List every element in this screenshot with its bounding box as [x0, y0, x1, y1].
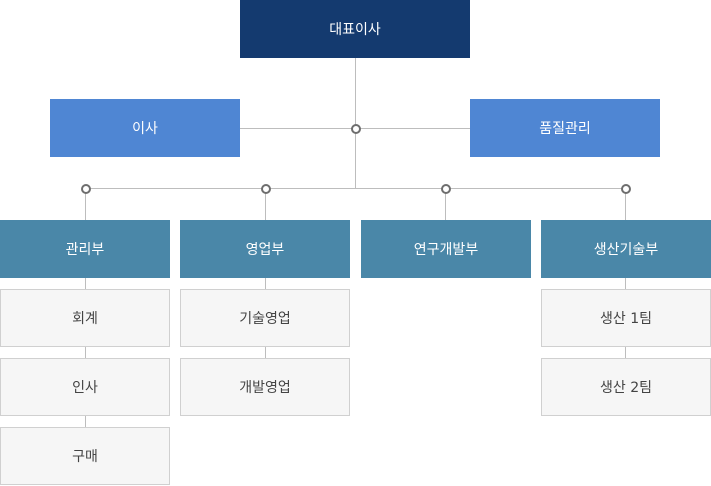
team-connector-1: [85, 278, 86, 428]
team-box: 개발영업: [180, 358, 350, 416]
dept-label: 연구개발부: [413, 242, 479, 258]
dept-junction-dot-4: [621, 184, 631, 194]
team-box: 생산 2팀: [541, 358, 711, 416]
team-box: 기술영업: [180, 289, 350, 347]
team-label: 인사: [72, 380, 98, 396]
ceo-label: 대표이사: [329, 22, 381, 38]
director-box: 이사: [50, 99, 240, 157]
dept-drop-line-3: [445, 188, 446, 220]
team-label: 생산 1팀: [600, 311, 652, 327]
quality-label: 품질관리: [539, 121, 591, 137]
director-label: 이사: [132, 121, 158, 137]
dept-label: 관리부: [65, 242, 105, 258]
dept-junction-dot-3: [441, 184, 451, 194]
ceo-box: 대표이사: [240, 0, 470, 58]
dept-box-sales: 영업부: [180, 220, 350, 278]
team-label: 구매: [72, 449, 98, 465]
team-box: 회계: [0, 289, 170, 347]
team-label: 회계: [72, 311, 98, 327]
dept-box-rnd: 연구개발부: [361, 220, 531, 278]
team-label: 기술영업: [239, 311, 291, 327]
dept-label: 생산기술부: [593, 242, 659, 258]
quality-box: 품질관리: [470, 99, 660, 157]
team-box: 인사: [0, 358, 170, 416]
dept-box-management: 관리부: [0, 220, 170, 278]
ceo-trunk-line: [355, 58, 356, 189]
dept-junction-dot-1: [81, 184, 91, 194]
dept-junction-dot-2: [261, 184, 271, 194]
team-label: 개발영업: [239, 380, 291, 396]
dept-drop-line-4: [625, 188, 626, 220]
side-junction-dot: [351, 124, 361, 134]
dept-label: 영업부: [245, 242, 285, 258]
team-label: 생산 2팀: [600, 380, 652, 396]
dept-box-production: 생산기술부: [541, 220, 711, 278]
dept-horizontal-line: [85, 188, 626, 189]
dept-drop-line-2: [265, 188, 266, 220]
dept-drop-line-1: [85, 188, 86, 220]
team-box: 생산 1팀: [541, 289, 711, 347]
team-box: 구매: [0, 427, 170, 485]
